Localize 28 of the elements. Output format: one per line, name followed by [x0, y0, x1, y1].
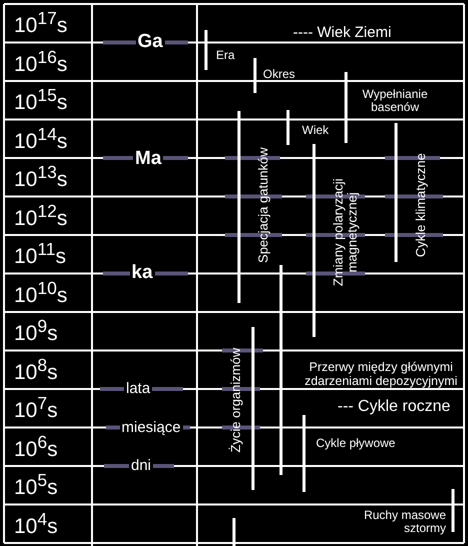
time-scale-label: 10$^{5}$s: [14, 471, 58, 500]
range-label: Cykle klimatyczne: [414, 153, 428, 258]
range-label: Cykle pływowe: [316, 436, 396, 450]
time-scale-label: 10$^{10}$s: [14, 278, 68, 307]
time-scale-label: 10$^{12}$s: [14, 202, 68, 230]
unit-label: miesiące: [120, 420, 183, 436]
time-scale-label: 10$^{9}$s: [14, 317, 58, 346]
range-label: Życie organizmów: [228, 348, 244, 453]
time-scale-label: 10$^{8}$s: [14, 356, 58, 384]
scale-note: --- Cykle roczne: [338, 398, 450, 416]
time-scale-label: 10$^{17}$s: [14, 9, 68, 38]
time-scale-label: 10$^{4}$s: [14, 510, 58, 538]
time-scale-label: 10$^{16}$s: [14, 48, 68, 76]
range-label: Ruchy masowe sztormy: [362, 509, 446, 536]
range-label: Wiek: [302, 124, 329, 137]
time-scale-label: 10$^{14}$s: [14, 124, 68, 153]
scale-note: ---- Wiek Ziemi: [293, 24, 392, 41]
time-scale-label: 10$^{15}$s: [14, 86, 68, 114]
range-label: Zmiany polaryzacji magnetycznej: [332, 176, 360, 288]
range-label: Specjacja gatunków: [256, 147, 271, 263]
range-label: Wypełnianie basenów: [361, 88, 429, 114]
range-label: Przerwy między głównymi zdarzeniami depozycyjnymi: [304, 361, 458, 388]
range-label: Era: [216, 48, 235, 62]
time-scale-label: 10$^{7}$s: [14, 394, 58, 422]
time-scale-label: 10$^{13}$s: [14, 163, 68, 192]
time-scale-label: 10$^{11}$s: [14, 240, 66, 268]
range-label: Okres: [263, 68, 296, 81]
time-scale-label: 10$^{6}$s: [14, 432, 58, 461]
